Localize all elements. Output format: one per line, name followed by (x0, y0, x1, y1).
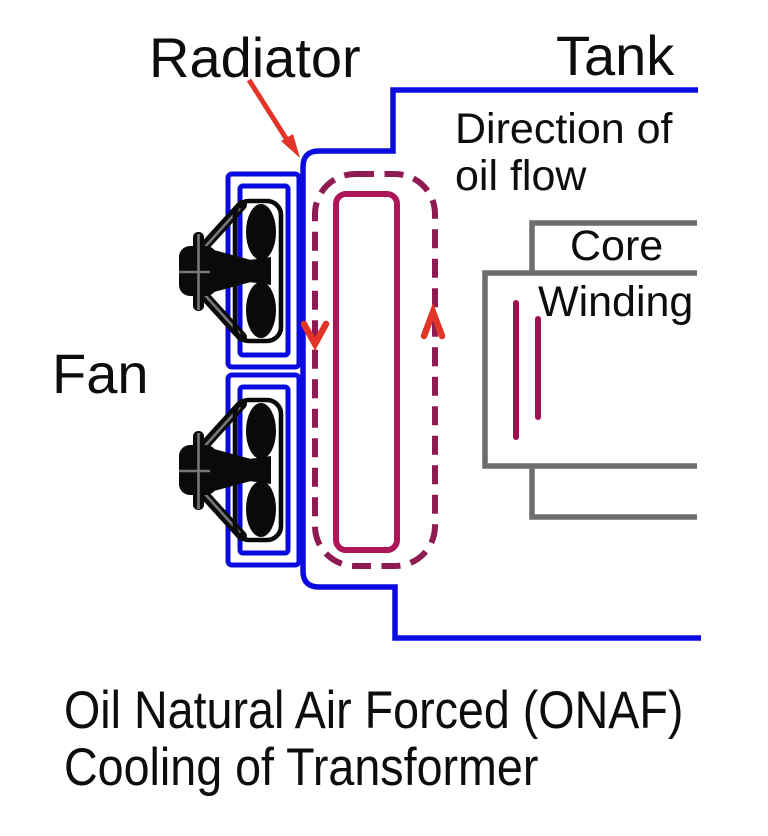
core-outline-top (529, 220, 697, 273)
direction-of-oil-flow-label: Direction of oil flow (455, 106, 672, 200)
winding-label: Winding (538, 278, 694, 326)
oil-duct-inner-loop (333, 191, 400, 553)
winding-box-outline (482, 270, 697, 469)
radiator-label: Radiator (149, 26, 361, 89)
diagram-caption-line1: Oil Natural Air Forced (ONAF) (64, 681, 684, 740)
tank-label: Tank (556, 24, 675, 87)
direction-of-oil-flow-label-line2: oil flow (455, 152, 587, 200)
oil-flow-down-arrow-icon (300, 320, 330, 351)
tank-outline (300, 87, 701, 641)
core-outline-bottom (529, 468, 697, 520)
radiator-pointer-arrow-icon (246, 78, 300, 158)
direction-of-oil-flow-label-line1: Direction of (455, 105, 673, 153)
core-label: Core (570, 222, 664, 270)
fan-label: Fan (52, 342, 149, 405)
fan-icon-top (179, 201, 281, 341)
oil-flow-up-arrow-icon (420, 302, 446, 340)
diagram-caption-line2: Cooling of Transformer (64, 738, 539, 797)
fan-icon-bottom (179, 400, 281, 540)
diagram-caption: Oil Natural Air Forced (ONAF) Cooling of… (64, 682, 683, 796)
